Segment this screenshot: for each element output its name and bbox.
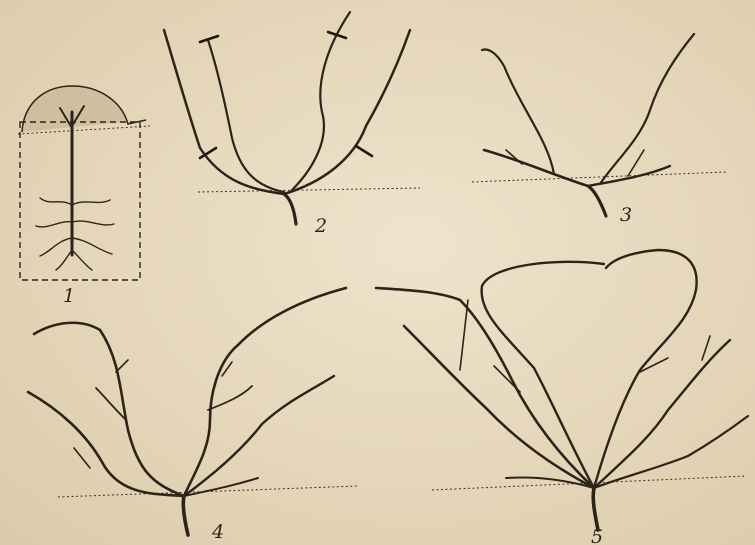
figure-1-label: 1 bbox=[63, 285, 75, 307]
figure-5-label: 5 bbox=[591, 526, 603, 545]
figure-2-label: 2 bbox=[314, 215, 327, 237]
figure-4-label: 4 bbox=[211, 521, 224, 543]
figure-3-label: 3 bbox=[620, 204, 632, 226]
